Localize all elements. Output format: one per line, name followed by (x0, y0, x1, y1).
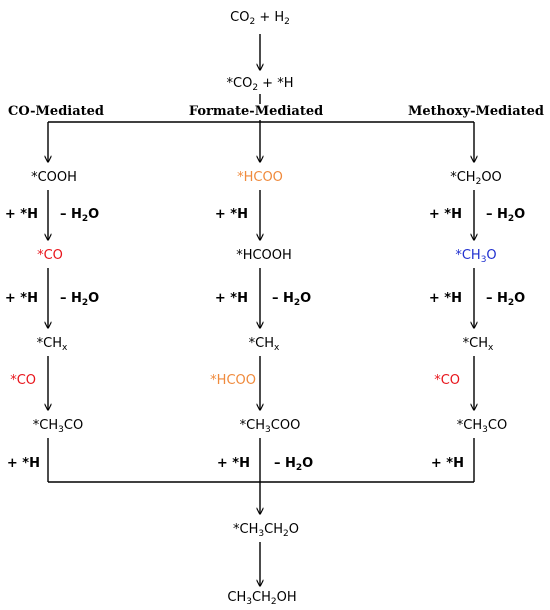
condition-minus-water: – H2O (486, 291, 526, 308)
condition-minus-water: – H2O (60, 207, 100, 224)
condition-add-h: + *H (428, 291, 462, 306)
condition-add-h: + *H (6, 456, 40, 471)
condition-add-h: + *H (214, 291, 248, 306)
condition-minus-water: – H2O (274, 456, 314, 473)
condition-add-h: + *H (4, 291, 38, 306)
condition-add-h: + *H (216, 456, 250, 471)
reagent-co: *CO (10, 373, 36, 388)
species-ch3co: *CH3CO (456, 418, 508, 435)
header-co-mediated: CO-Mediated (7, 104, 105, 119)
species-chx: *CHx (462, 336, 494, 353)
species-chx: *CHx (36, 336, 68, 353)
condition-minus-water: – H2O (60, 291, 100, 308)
header-methoxy-mediated: Methoxy-Mediated (408, 104, 544, 119)
adsorbed-co2-h: *CO2 + *H (226, 76, 294, 93)
species-ch2oo: *CH2OO (450, 170, 502, 187)
condition-add-h: + *H (214, 207, 248, 222)
species-co: *CO (37, 248, 63, 263)
condition-minus-water: – H2O (272, 291, 312, 308)
reagent-co: *CO (434, 373, 460, 388)
condition-add-h: + *H (430, 456, 464, 471)
species-hcoo: *HCOO (237, 170, 283, 185)
species-ch3co: *CH3CO (32, 418, 84, 435)
species-chx: *CHx (248, 336, 280, 353)
header-formate-mediated: Formate-Mediated (188, 104, 324, 120)
reagent-hcoo: *HCOO (210, 373, 256, 388)
condition-add-h: + *H (428, 207, 462, 222)
species-cooh: *COOH (31, 170, 77, 185)
species-ch3o: *CH3O (455, 248, 497, 265)
reactants-co2-h2: CO2 + H2 (230, 10, 290, 27)
species-hcooh: *HCOOH (236, 248, 292, 263)
species-ch3ch2o: *CH3CH2O (233, 522, 299, 539)
condition-minus-water: – H2O (486, 207, 526, 224)
product-ethanol: CH3CH2OH (227, 590, 297, 607)
condition-add-h: + *H (4, 207, 38, 222)
species-ch3coo: *CH3COO (239, 418, 301, 435)
